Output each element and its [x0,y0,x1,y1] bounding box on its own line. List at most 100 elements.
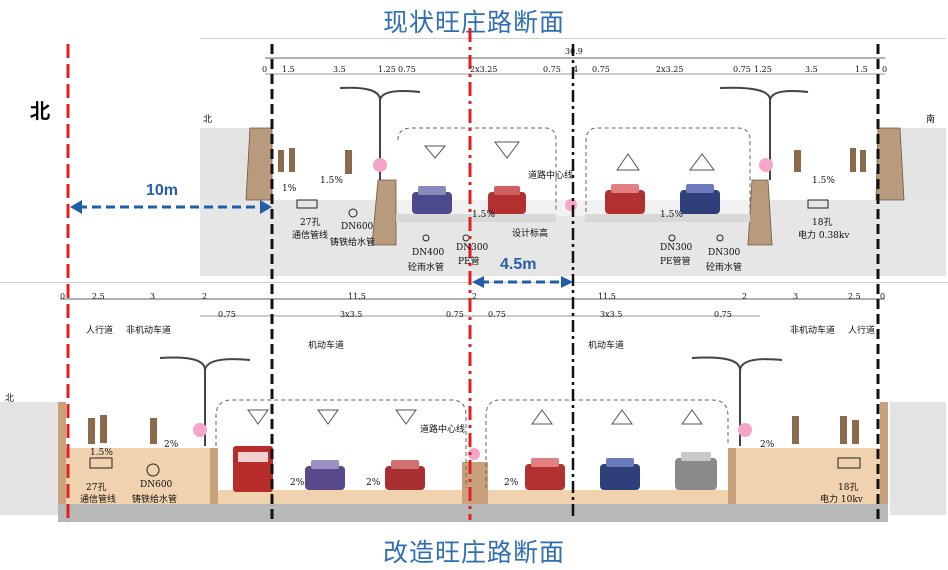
bottom-water-label: DN600 [140,480,173,490]
top-pe-right-sub: PE管管 [660,257,691,267]
motor-lane-left-label: 机动车道 [308,341,345,351]
top-arrow-down-2 [494,141,520,159]
bottom-left-road-base [216,490,466,504]
bottom-left-wall [58,402,66,514]
bottom-left-clearance-envelope [215,399,467,488]
sidewalk-left-label: 人行道 [86,326,114,336]
bottom-arrow-down-3 [395,409,417,425]
bottom-slope-label: 1.5% [90,448,113,458]
top-power-label: 18孔 [812,218,833,228]
top-right-clearance-envelope [585,127,751,212]
top-dim: 0 [262,65,268,74]
bottom-cable-label: 27孔 [86,483,107,493]
bike-lane-left-label: 非机动车道 [126,326,172,336]
bottom-cable-sub: 通信管线 [80,495,117,505]
top-power-sub: 电力 0.38kv [798,231,850,241]
bottom-dim: 3 [793,292,799,301]
top-left-tree [373,158,387,172]
bottom-sub-dim: 0.75 [218,310,236,319]
bottom-slope-label: 2% [164,440,179,450]
top-car-red-left [488,186,526,214]
top-rain-pipe [422,234,430,242]
top-pedestrians-left [278,148,352,174]
top-dim: 1.5 [282,65,295,74]
bottom-right-tree [738,423,752,437]
top-slope-label: 1.5% [812,176,835,186]
bottom-pedestrians-left [88,415,157,444]
bottom-car-red-right [525,458,565,490]
bottom-right-road-base [486,490,730,504]
top-pe-right-label: DN300 [660,243,693,253]
bike-lane-right-label: 非机动车道 [790,326,836,336]
bottom-car-silver [675,452,717,490]
top-rain-label: DN400 [412,248,445,258]
top-pedestrians-right [794,148,866,172]
top-cable-duct [296,199,318,209]
top-section-title: 现状旺庄路断面 [382,8,565,37]
top-water-label: DN600 [341,222,374,232]
top-design-elevation-label: 设计标高 [512,229,549,239]
top-left-stone-wall [245,127,273,201]
bottom-arrow-up-1 [531,409,553,425]
top-slope-label: 1.5% [472,210,495,220]
bottom-dim: 2.5 [92,292,105,301]
bottom-base-slab [58,504,888,522]
top-dim: 1.5 [855,65,868,74]
top-left-carriageway [396,214,556,222]
bottom-slope-label: 2% [290,478,305,488]
top-dim: 0.75 [733,65,751,74]
bottom-sub-dim: 0.75 [488,310,506,319]
top-dim: 2x3.25 [656,65,684,74]
bottom-right-soil [730,448,880,504]
bottom-power-sub: 电力 10kv [820,495,863,505]
offset-10m-label: 10m [146,182,179,199]
top-cable-sub: 通信管线 [292,231,329,241]
offset-4-5m-label: 4.5m [500,256,537,273]
bottom-dim: 2 [742,292,748,301]
bottom-left-ground [0,402,58,515]
bottom-water-pipe [146,463,160,477]
top-right-carriageway [585,214,750,222]
bottom-slope-label: 2% [366,478,381,488]
sidewalk-right-label: 人行道 [848,326,876,336]
top-cable-label: 27孔 [300,218,321,228]
bottom-dim: 0 [880,292,886,301]
bottom-median-tree [468,448,480,460]
top-rain-pipe-right [716,234,724,242]
top-car-red-right [605,184,645,214]
top-rain-right-sub: 砼雨水管 [706,263,743,273]
bottom-car-purple [305,460,345,490]
bottom-sub-dim: 0.75 [446,310,464,319]
top-center-line-label: 道路中心线 [528,171,574,181]
top-dim: 1.25 [378,65,396,74]
top-dim: 1.25 [754,65,772,74]
top-water-sub: 铸铁给水管 [330,238,376,248]
top-arrow-up-1 [616,153,640,171]
bottom-slope-label: 2% [504,478,519,488]
top-dim: 0.75 [398,65,416,74]
bottom-right-ground [890,402,946,515]
top-dim: 2x3.25 [470,65,498,74]
top-pe-pipe-right [668,234,676,242]
bottom-north-mark: 北 [5,394,15,404]
bottom-water-sub: 铸铁给水管 [132,495,178,505]
top-rain-sub: 砼雨水管 [408,263,445,273]
top-arrow-down-1 [423,145,447,159]
bottom-right-wall [880,402,888,514]
north-direction-label: 北 [30,99,50,123]
top-total-width: 30.9 [565,47,583,56]
top-slope-label: 1% [282,184,297,194]
bottom-dim: 3 [150,292,156,301]
bottom-power-label: 18孔 [838,483,859,493]
top-power-duct [807,199,829,209]
top-pe-left-sub: PE管 [458,257,480,267]
top-left-median-wall [371,179,397,246]
top-slope-label: 1.5% [660,210,683,220]
bottom-car-red-left [385,460,425,490]
top-pe-left-label: DN300 [456,243,489,253]
motor-lane-right-label: 机动车道 [588,341,625,351]
top-dim: 3.5 [333,65,346,74]
top-slope-label: 1.5% [320,176,343,186]
bottom-center-line-label: 道路中心线 [420,425,466,435]
